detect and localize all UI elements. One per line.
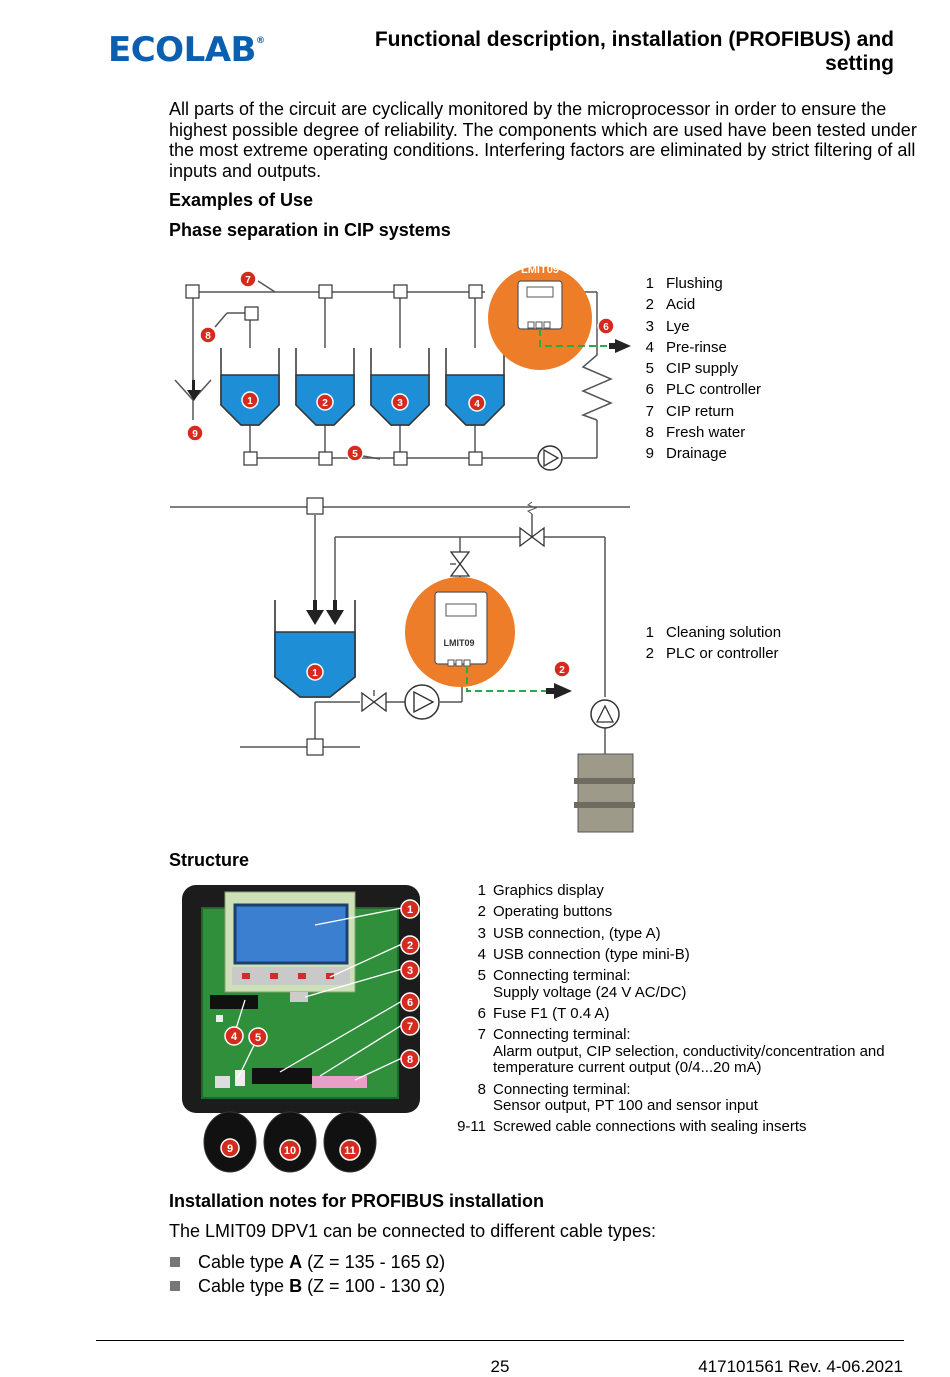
document-reference: 417101561 Rev. 4-06.2021 [698, 1357, 903, 1376]
svg-text:4: 4 [231, 1031, 238, 1043]
svg-text:11: 11 [344, 1145, 356, 1157]
svg-text:3: 3 [397, 398, 403, 409]
heading-structure: Structure [169, 850, 250, 870]
svg-text:8: 8 [407, 1054, 413, 1066]
callout-2: 2 [316, 393, 334, 411]
svg-text:1: 1 [312, 668, 318, 679]
ecolab-logo: ECOLAB® [108, 30, 265, 70]
bullet-square-icon [170, 1257, 180, 1267]
callout-10: 10 [279, 1139, 301, 1161]
svg-text:10: 10 [284, 1145, 296, 1157]
device-label: LMIT09 [443, 638, 474, 648]
callout-1: 1 [241, 391, 259, 409]
footer-divider [96, 1340, 904, 1341]
callout-1: 1 [400, 899, 420, 919]
callout-1: 1 [306, 663, 324, 681]
cip-system-diagram: LMIT09 1 2 3 4 5 6 7 8 9 [174, 264, 631, 471]
cleaning-solution-diagram: LMIT09 1 2 [170, 497, 635, 833]
callout-8: 8 [199, 326, 217, 344]
callout-9: 9 [220, 1138, 240, 1158]
callout-2: 2 [553, 660, 571, 678]
svg-text:9: 9 [192, 429, 198, 440]
svg-text:5: 5 [352, 449, 358, 460]
callout-3: 3 [400, 960, 420, 980]
callout-2: 2 [400, 935, 420, 955]
callout-4: 4 [224, 1026, 244, 1046]
callout-8: 8 [400, 1049, 420, 1069]
callout-6: 6 [400, 992, 420, 1012]
callout-4: 4 [468, 394, 486, 412]
installation-intro: The LMIT09 DPV1 can be connected to diff… [169, 1221, 656, 1241]
page-number: 25 [490, 1357, 510, 1376]
callout-11: 11 [339, 1139, 361, 1161]
callout-9: 9 [186, 424, 204, 442]
device-structure-photo: 1 2 3 4 5 6 7 8 9 10 11 [182, 885, 420, 1173]
svg-text:6: 6 [407, 997, 413, 1009]
svg-text:2: 2 [322, 398, 328, 409]
page-title: Functional description, installation (PR… [374, 28, 894, 75]
svg-text:4: 4 [474, 399, 480, 410]
list-item: Cable type A (Z = 135 - 165 Ω) [169, 1250, 445, 1274]
device-label: LMIT09 [521, 264, 559, 276]
svg-text:7: 7 [245, 275, 251, 286]
svg-text:1: 1 [407, 904, 413, 916]
svg-text:1: 1 [247, 396, 253, 407]
svg-text:6: 6 [603, 322, 609, 333]
svg-text:8: 8 [205, 331, 211, 342]
heading-phase-separation: Phase separation in CIP systems [169, 220, 451, 240]
svg-text:2: 2 [559, 665, 565, 676]
cable-type-list: Cable type A (Z = 135 - 165 Ω) Cable typ… [169, 1250, 445, 1298]
svg-text:7: 7 [407, 1021, 413, 1033]
callout-3: 3 [391, 393, 409, 411]
bullet-square-icon [170, 1281, 180, 1291]
heading-installation-notes: Installation notes for PROFIBUS installa… [169, 1191, 545, 1211]
callout-7: 7 [400, 1016, 420, 1036]
intro-paragraph: All parts of the circuit are cyclically … [169, 99, 917, 181]
svg-text:5: 5 [255, 1032, 261, 1044]
svg-text:9: 9 [227, 1143, 233, 1155]
svg-text:3: 3 [407, 965, 413, 977]
drum-icon [577, 753, 634, 833]
callout-7: 7 [239, 270, 257, 288]
svg-text:2: 2 [407, 940, 413, 952]
list-item: Cable type B (Z = 100 - 130 Ω) [169, 1274, 445, 1298]
callout-6: 6 [597, 317, 615, 335]
callout-5: 5 [346, 444, 364, 462]
heading-examples-of-use: Examples of Use [169, 190, 314, 210]
callout-5: 5 [248, 1027, 268, 1047]
